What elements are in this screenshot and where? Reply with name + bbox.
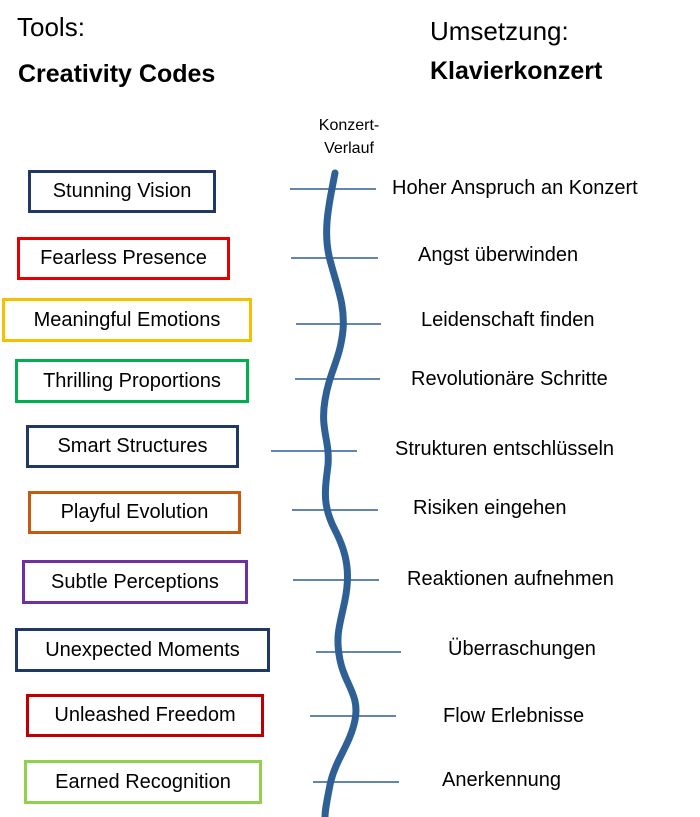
code-label: Unleashed Freedom	[54, 704, 236, 726]
code-box: Unexpected Moments	[15, 628, 270, 672]
implementation-label: Leidenschaft finden	[421, 309, 595, 331]
code-box: Earned Recognition	[24, 760, 262, 804]
code-box: Fearless Presence	[17, 237, 230, 280]
timeline-wave-line	[320, 169, 360, 817]
code-label: Playful Evolution	[60, 501, 209, 523]
code-box: Thrilling Proportions	[15, 359, 249, 403]
code-box: Playful Evolution	[28, 491, 241, 534]
implementation-label: Reaktionen aufnehmen	[407, 568, 614, 590]
code-box: Unleashed Freedom	[26, 694, 264, 737]
implementation-label: Strukturen entschlüsseln	[395, 438, 615, 460]
code-box: Meaningful Emotions	[2, 298, 252, 342]
code-label: Subtle Perceptions	[51, 570, 219, 593]
implementation-label: Risiken eingehen	[413, 497, 567, 519]
code-label: Fearless Presence	[40, 247, 207, 269]
code-box: Smart Structures	[26, 425, 239, 468]
timeline-label: Konzert- Verlauf	[304, 114, 394, 160]
implementation-label: Anerkennung	[442, 769, 561, 791]
timeline-label-line2: Verlauf	[324, 140, 374, 157]
right-header-title: Klavierkonzert	[430, 57, 603, 85]
implementation-label: Überraschungen	[448, 638, 596, 660]
implementation-label: Angst überwinden	[418, 244, 579, 266]
code-label: Earned Recognition	[55, 770, 231, 793]
left-header-title: Creativity Codes	[18, 60, 216, 88]
implementation-label: Flow Erlebnisse	[443, 705, 585, 727]
implementation-label: Revolutionäre Schritte	[411, 368, 608, 390]
left-header-label: Tools:	[17, 12, 85, 42]
code-box: Stunning Vision	[28, 170, 216, 213]
implementation-label: Hoher Anspruch an Konzert	[392, 177, 638, 199]
code-label: Unexpected Moments	[45, 638, 240, 661]
code-label: Smart Structures	[57, 435, 208, 457]
code-box: Subtle Perceptions	[22, 560, 248, 604]
timeline-label-line1: Konzert-	[318, 117, 380, 134]
right-header-label: Umsetzung:	[430, 16, 569, 46]
code-label: Meaningful Emotions	[33, 308, 221, 331]
code-label: Stunning Vision	[52, 180, 192, 202]
code-label: Thrilling Proportions	[43, 369, 221, 392]
